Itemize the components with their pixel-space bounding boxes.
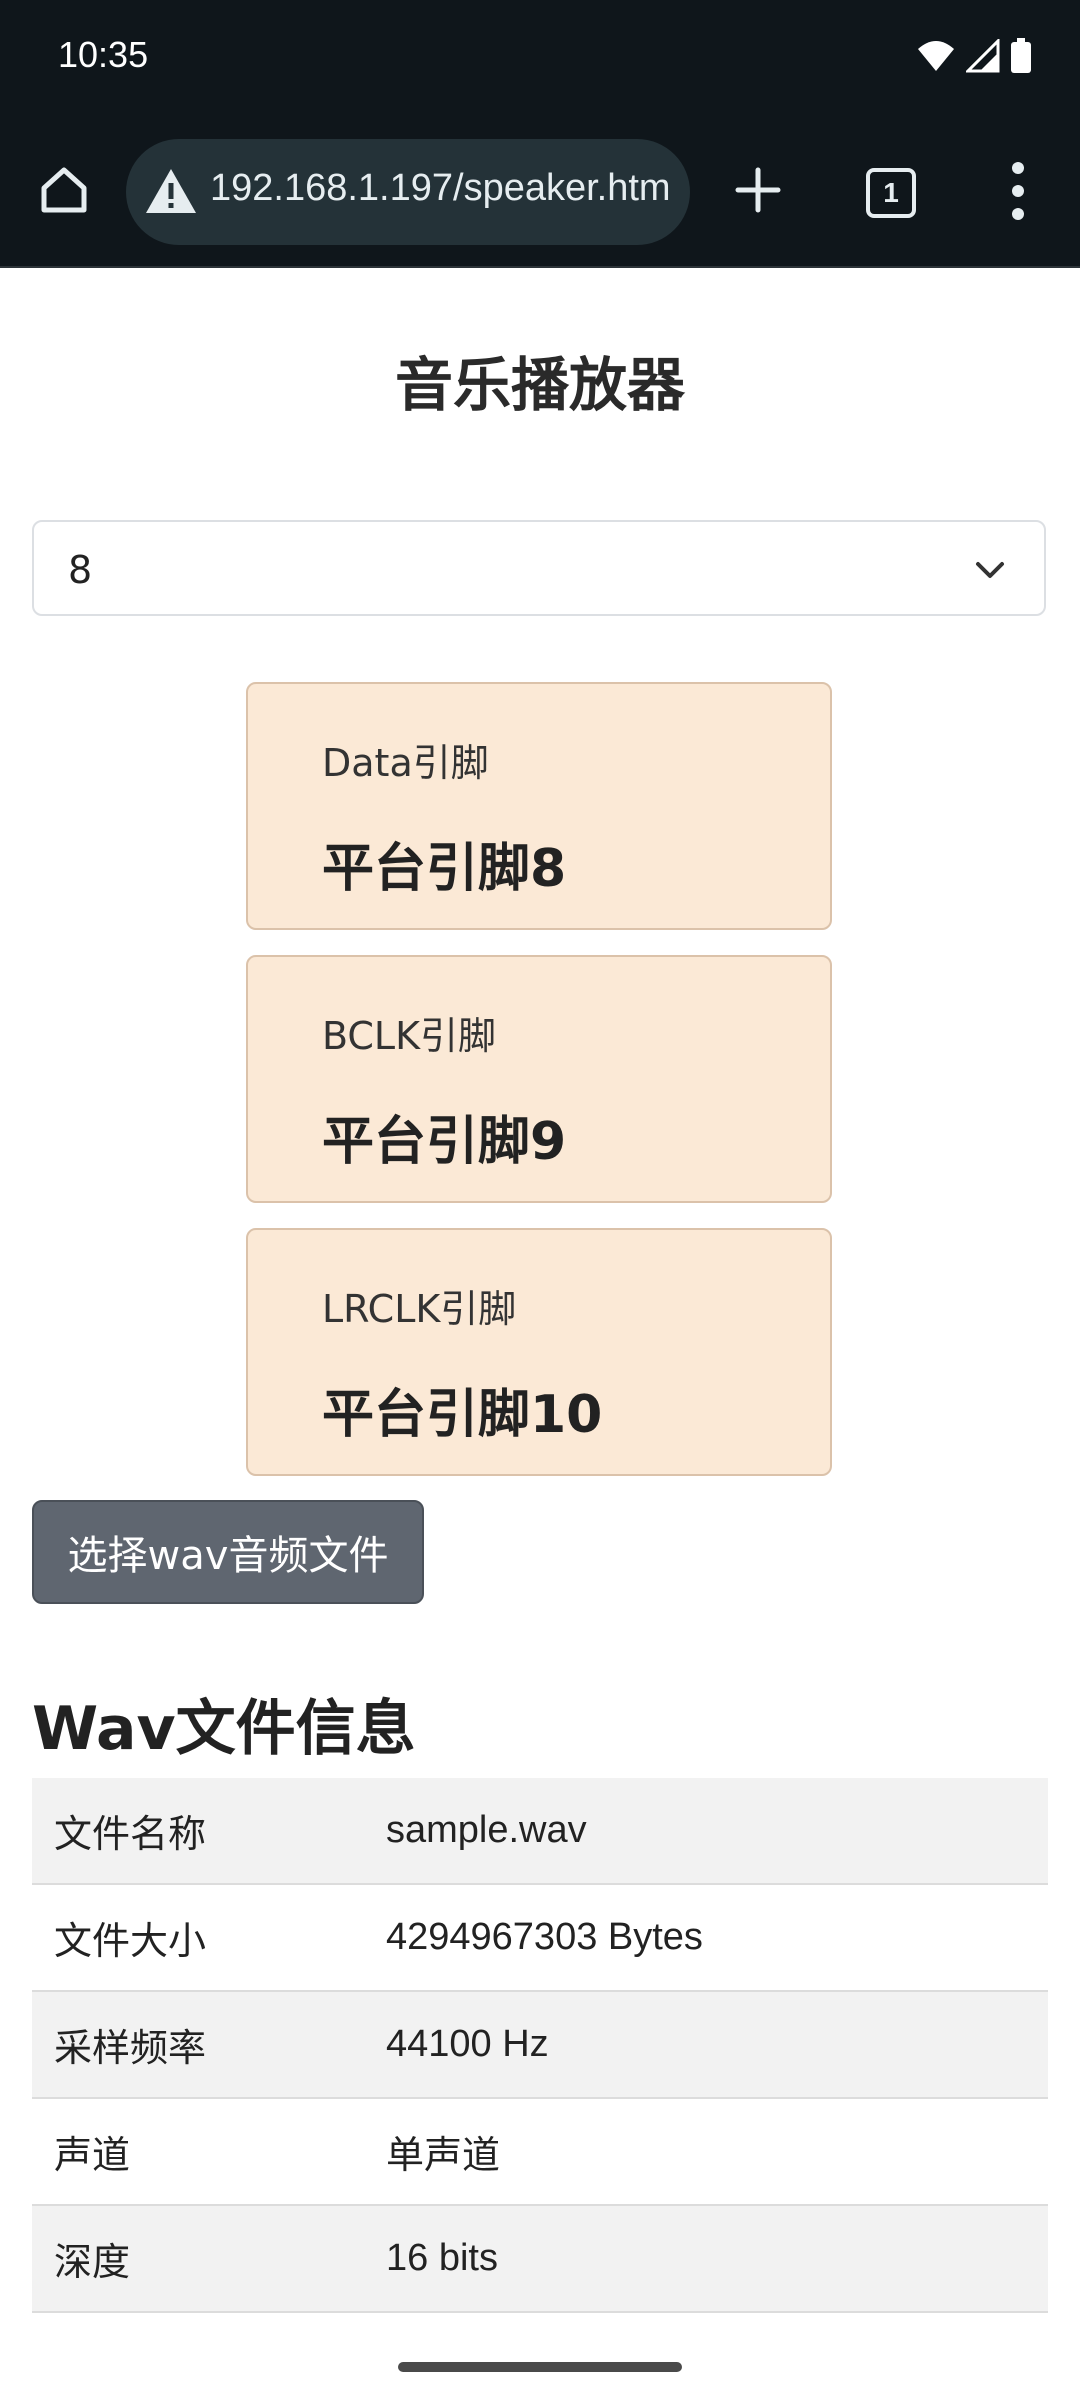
- warning-icon[interactable]: [144, 165, 198, 219]
- status-icons: [916, 38, 1032, 74]
- table-row: 声道 单声道: [32, 2098, 1048, 2206]
- row-key: 文件名称: [32, 1778, 386, 1885]
- status-time: 10:35: [58, 34, 149, 75]
- pin-value: 平台引脚9: [322, 1112, 567, 1172]
- page-title: 音乐播放器: [394, 351, 685, 419]
- tabs-icon[interactable]: 1: [866, 168, 916, 218]
- status-bar: 10:35: [0, 0, 1080, 118]
- row-key: 采样频率: [32, 1991, 386, 2099]
- pin-card-lrclk: LRCLK引脚 平台引脚10: [246, 1228, 832, 1476]
- more-vert-icon[interactable]: [1008, 160, 1028, 222]
- wifi-icon: [918, 41, 954, 71]
- row-value: sample.wav: [386, 1778, 1048, 1885]
- table-row: 文件名称 sample.wav: [32, 1778, 1048, 1885]
- url-text[interactable]: 192.168.1.197/speaker.htm: [210, 167, 671, 209]
- plus-icon[interactable]: [730, 162, 786, 218]
- row-key: 声道: [32, 2098, 386, 2206]
- row-value: 4294967303 Bytes: [386, 1884, 1048, 1992]
- table-row: 采样频率 44100 Hz: [32, 1991, 1048, 2099]
- chevron-down-icon: [976, 562, 1004, 578]
- signal-icon: [966, 39, 1000, 73]
- wav-info-table: 文件名称 sample.wav 文件大小 4294967303 Bytes 采样…: [32, 1778, 1048, 2313]
- browser-toolbar: 192.168.1.197/speaker.htm 1: [0, 118, 1080, 268]
- row-key: 深度: [32, 2205, 386, 2313]
- home-icon[interactable]: [36, 162, 92, 218]
- pin-label: LRCLK引脚: [322, 1287, 517, 1331]
- tab-count: 1: [883, 177, 899, 208]
- gesture-home-indicator[interactable]: [398, 2362, 682, 2372]
- table-row: 深度 16 bits: [32, 2205, 1048, 2313]
- table-row: 文件大小 4294967303 Bytes: [32, 1884, 1048, 1992]
- row-value: 44100 Hz: [386, 1991, 1048, 2099]
- row-value: 16 bits: [386, 2205, 1048, 2313]
- pin-value: 平台引脚8: [322, 839, 567, 899]
- wav-info-title: Wav文件信息: [32, 1694, 416, 1764]
- pin-label: BCLK引脚: [322, 1014, 497, 1058]
- pin-card-data: Data引脚 平台引脚8: [246, 682, 832, 930]
- row-key: 文件大小: [32, 1884, 386, 1992]
- choose-wav-file-button[interactable]: 选择wav音频文件: [32, 1500, 424, 1604]
- row-value: 单声道: [386, 2098, 1048, 2206]
- pin-card-bclk: BCLK引脚 平台引脚9: [246, 955, 832, 1203]
- address-bar[interactable]: 192.168.1.197/speaker.htm: [126, 139, 690, 245]
- battery-icon: [1011, 38, 1031, 73]
- pin-value: 平台引脚10: [322, 1385, 603, 1445]
- pin-label: Data引脚: [322, 741, 489, 785]
- pin-select[interactable]: 8: [32, 520, 1046, 616]
- pin-select-value: 8: [68, 548, 93, 592]
